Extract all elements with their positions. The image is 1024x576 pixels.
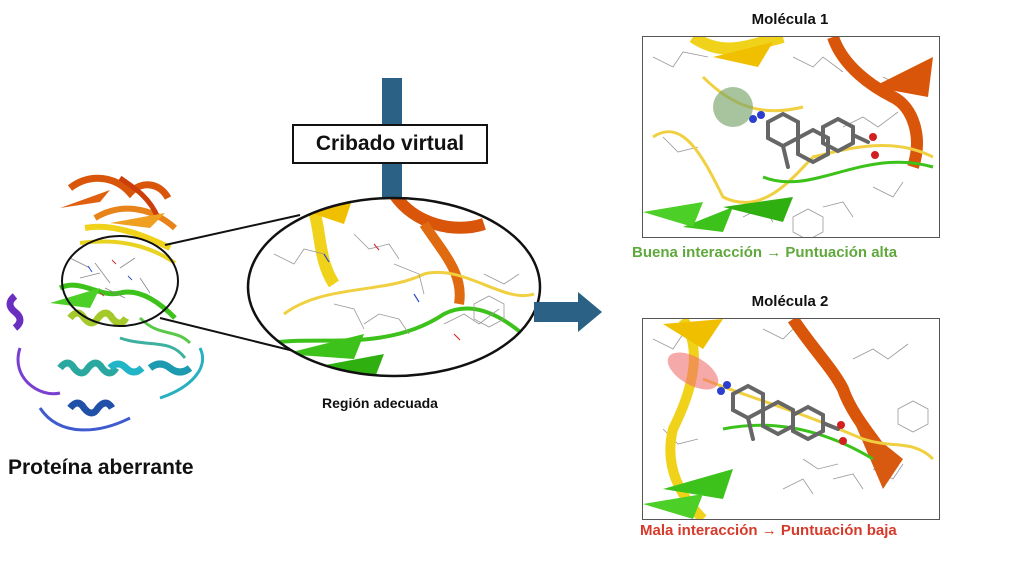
screening-box: Cribado virtual <box>292 124 488 164</box>
zoom-ellipse-outline <box>246 196 542 378</box>
molecule2-title: Molécula 2 <box>751 293 829 310</box>
zoomed-region-image <box>246 196 542 378</box>
protein-structure-image <box>6 174 205 432</box>
region-label: Región adecuada <box>322 395 438 411</box>
protein-label: Proteína aberrante <box>8 456 194 479</box>
molecule1-highlight <box>713 87 753 127</box>
screening-label: Cribado virtual <box>315 132 465 155</box>
molecule1-image <box>643 37 934 237</box>
molecule1-panel <box>642 36 940 238</box>
molecule2-panel <box>642 318 940 520</box>
protein-region-highlight <box>61 235 179 327</box>
molecule2-highlight <box>667 352 719 390</box>
molecule1-title: Molécula 1 <box>751 11 829 28</box>
molecule2-result: Mala interacción → Puntuación baja <box>640 522 897 539</box>
molecule1-result: Buena interacción → Puntuación alta <box>632 244 898 261</box>
molecule2-image <box>643 319 935 519</box>
result-arrow <box>534 292 602 332</box>
